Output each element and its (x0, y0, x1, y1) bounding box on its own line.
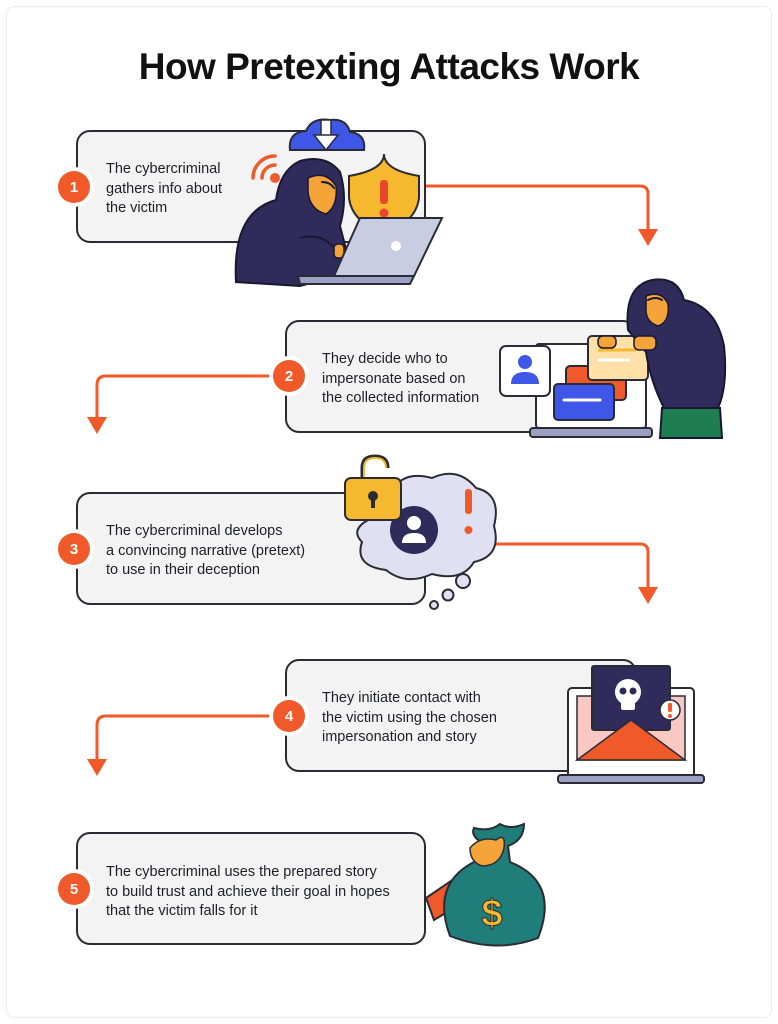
dollar-sign-icon: $ (481, 893, 503, 936)
message-cards-icon (553, 335, 649, 421)
hand-holding-money-bag-icon (424, 822, 546, 947)
step-4-text: They initiate contact with the victim us… (322, 690, 497, 745)
skull-envelope-icon (574, 665, 688, 761)
arrow-4-to-5 (95, 714, 277, 764)
step-5-card: The cybercriminal uses the prepared stor… (76, 832, 426, 945)
step-5-text: The cybercriminal uses the prepared stor… (106, 864, 390, 919)
cloud-download-icon (288, 118, 366, 152)
user-profile-card-icon (499, 345, 551, 397)
hooded-hacker-with-laptop-icon (234, 158, 444, 288)
page-title: How Pretexting Attacks Work (138, 46, 640, 87)
step-3-badge: 3 (58, 533, 90, 565)
step-2-text: They decide who to impersonate based on … (322, 351, 480, 406)
arrow-1-to-2 (424, 184, 650, 234)
step-2-badge: 2 (273, 360, 305, 392)
arrowhead-3 (638, 587, 658, 604)
step-5-badge: 5 (58, 873, 90, 905)
step-4-badge: 4 (273, 700, 305, 732)
arrow-3-to-4 (470, 542, 650, 592)
user-avatar-icon (390, 506, 438, 554)
padlock-icon (344, 454, 402, 521)
warning-shield-icon (348, 153, 420, 236)
step-1-text: The cybercriminal gathers info about the… (106, 161, 223, 216)
step-1-badge: 1 (58, 171, 90, 203)
step-3-text: The cybercriminal develops a convincing … (106, 523, 306, 578)
exclamation-icon (464, 489, 473, 534)
wifi-signal-icon (251, 154, 280, 183)
arrowhead-4 (87, 759, 107, 776)
hooded-hacker-holding-card-icon (597, 278, 727, 439)
arrowhead-2 (87, 417, 107, 434)
alert-badge-icon (659, 699, 681, 721)
arrow-2-to-3 (95, 374, 277, 422)
svg-text:$: $ (481, 893, 502, 935)
arrowhead-1 (638, 229, 658, 246)
